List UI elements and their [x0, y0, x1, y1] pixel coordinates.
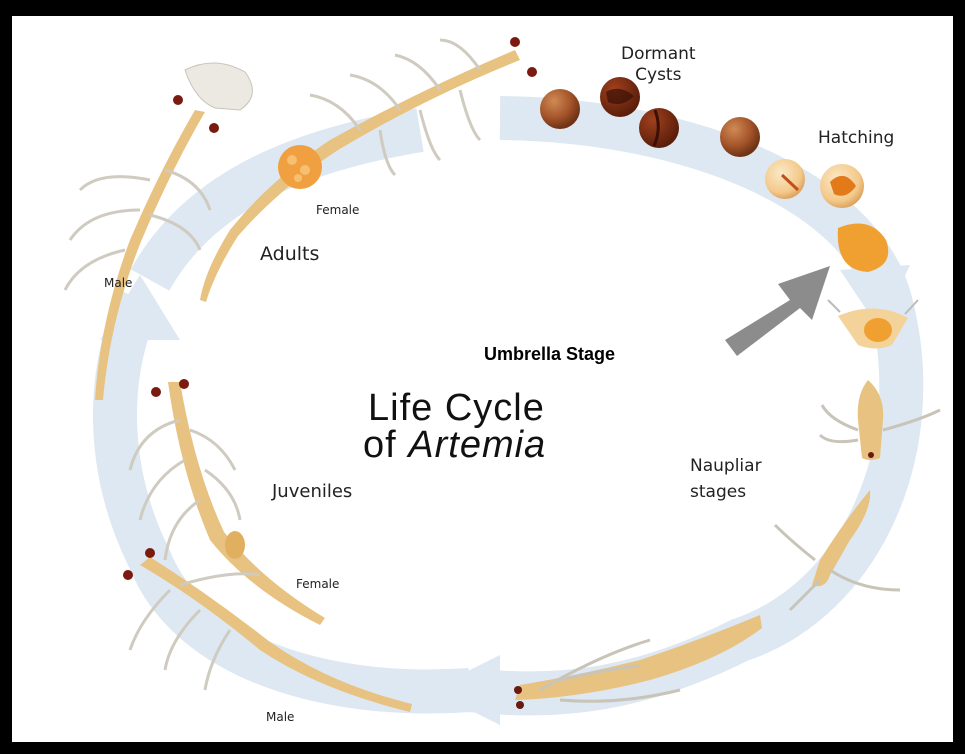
- title-of: of: [363, 424, 397, 466]
- cycle-arrowhead-bottom: [430, 655, 500, 725]
- label-hatching: Hatching: [818, 128, 894, 148]
- cyst: [720, 117, 760, 157]
- emerging-nauplius: [838, 224, 889, 272]
- title-artemia: Artemia: [408, 424, 546, 466]
- label-umbrella-stage: Umbrella Stage: [484, 344, 615, 365]
- label-adult-female: Female: [316, 203, 359, 217]
- cyst: [540, 89, 580, 129]
- diagram-title-line1: Life Cycle: [368, 388, 545, 428]
- label-naupliar-stages: Naupliar stages: [690, 453, 762, 505]
- umbrella-pointer-arrow: [725, 266, 830, 356]
- diagram-title-line2: of Artemia: [363, 425, 546, 465]
- egg-sac: [278, 145, 322, 189]
- label-dormant-cysts: Dormant Cysts: [621, 44, 696, 86]
- label-juvenile-male: Male: [266, 710, 294, 724]
- dormant-cysts: [540, 77, 760, 157]
- label-juveniles: Juveniles: [272, 481, 352, 502]
- label-adult-male: Male: [104, 276, 132, 290]
- label-adults: Adults: [260, 243, 319, 265]
- label-juvenile-female: Female: [296, 577, 339, 591]
